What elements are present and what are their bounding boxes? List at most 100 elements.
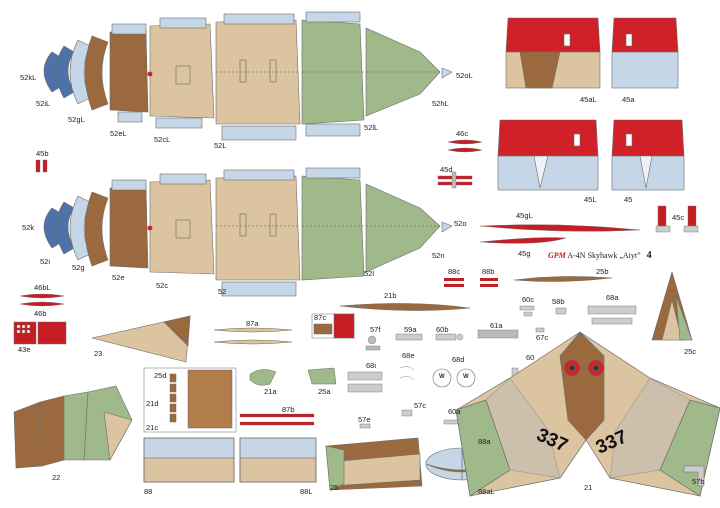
label-52lL: 52lL (364, 123, 379, 132)
part-45c (655, 205, 699, 233)
part-52c (149, 179, 215, 275)
label-21a: 21a (264, 387, 277, 396)
part-60c (519, 305, 535, 317)
label-52i: 52i (40, 257, 51, 266)
label-25a: 25a (318, 387, 331, 396)
label-23: 23 (94, 349, 103, 358)
part-52cL-top (159, 17, 207, 29)
label-21c: 21c (146, 423, 159, 432)
part-22 (13, 385, 133, 469)
part-25c (651, 270, 693, 341)
brand-logo: GPM (548, 251, 566, 260)
wheel-marking-right: W (463, 374, 469, 380)
part-52eL (109, 29, 149, 113)
label-25b: 25b (596, 267, 609, 276)
part-58b (555, 307, 567, 315)
part-52c-top (159, 173, 207, 185)
part-52l-top (305, 167, 361, 179)
part-45g (479, 237, 567, 244)
part-21b (339, 303, 471, 311)
part-52g-ring (84, 191, 109, 267)
label-87b: 87b (282, 405, 295, 414)
label-57c: 57c (414, 401, 427, 410)
label-57b: 57b (692, 477, 705, 486)
label-43e: 43e (18, 345, 31, 354)
part-52cL (149, 23, 215, 119)
label-52oL: 52oL (456, 71, 473, 80)
label-52hL: 52hL (432, 99, 449, 108)
part-52lL (301, 19, 365, 125)
part-52-bottom (221, 281, 297, 297)
label-52gL: 52gL (68, 115, 85, 124)
small-fittings (347, 366, 519, 429)
panel-45aL (505, 17, 601, 89)
part-46c (447, 139, 483, 153)
part-23 (91, 315, 191, 363)
part-52gL-ring (84, 35, 109, 111)
label-60c: 60c (522, 295, 535, 304)
label-21: 21 (584, 483, 593, 492)
part-25d-box (143, 367, 237, 433)
label-52cL: 52cL (154, 135, 171, 144)
part-52n (365, 183, 441, 273)
part-88b (480, 278, 498, 287)
label-45b: 45b (36, 149, 49, 158)
label-58b: 58b (552, 297, 565, 306)
marker-red-dot-2 (147, 225, 153, 231)
label-45c: 45c (672, 213, 685, 222)
page-number: 4 (646, 250, 652, 261)
label-60: 60 (526, 353, 535, 362)
fuselage-right-details (175, 213, 440, 239)
part-59a (395, 333, 423, 341)
label-52o: 52o (454, 219, 467, 228)
label-46bL: 46bL (34, 283, 51, 292)
label-52l: 52l (364, 269, 375, 278)
label-52kL: 52kL (20, 73, 37, 82)
part-25b (513, 276, 613, 282)
panel-45L (497, 119, 599, 191)
sheet-title: GPM A-4N Skyhawk „Aiyt” 4 (548, 250, 652, 261)
label-88aL: 88aL (478, 487, 495, 496)
part-25 (325, 437, 423, 491)
part-57b (683, 465, 705, 487)
label-68e: 68e (402, 351, 415, 360)
label-52L: 52L (214, 141, 227, 150)
label-45a: 45a (622, 95, 635, 104)
panel-45 (611, 119, 685, 191)
part-52o (441, 221, 453, 233)
label-45g: 45g (518, 249, 531, 258)
marker-red-dot (147, 71, 153, 77)
label-88c: 88c (448, 267, 461, 276)
label-61a: 61a (490, 321, 503, 330)
label-45d: 45d (440, 165, 453, 174)
part-88 (143, 437, 235, 483)
part-46bL (19, 293, 65, 307)
panel-45a (611, 17, 679, 89)
label-88: 88 (144, 487, 153, 496)
fuselage-left-strip (43, 11, 453, 141)
part-68a (587, 305, 637, 325)
part-52 (215, 175, 301, 281)
part-45d (437, 171, 473, 189)
label-21d: 21d (146, 399, 159, 408)
label-60a: 60a (448, 407, 461, 416)
part-52eL-top (111, 23, 147, 35)
part-52l (301, 175, 365, 281)
part-68i-a (347, 371, 383, 381)
label-52e: 52e (112, 273, 125, 282)
part-43e (13, 321, 67, 345)
label-25d: 25d (154, 371, 167, 380)
label-46b: 46b (34, 309, 47, 318)
part-45gL (479, 224, 641, 232)
part-52e-top (111, 179, 147, 191)
part-25a (307, 367, 337, 385)
label-59a: 59a (404, 325, 417, 334)
label-45: 45 (624, 195, 633, 204)
part-57f (365, 335, 381, 351)
part-52e (109, 185, 149, 269)
label-68d: 68d (452, 355, 465, 364)
part-67c (535, 327, 545, 333)
label-21b: 21b (384, 291, 397, 300)
